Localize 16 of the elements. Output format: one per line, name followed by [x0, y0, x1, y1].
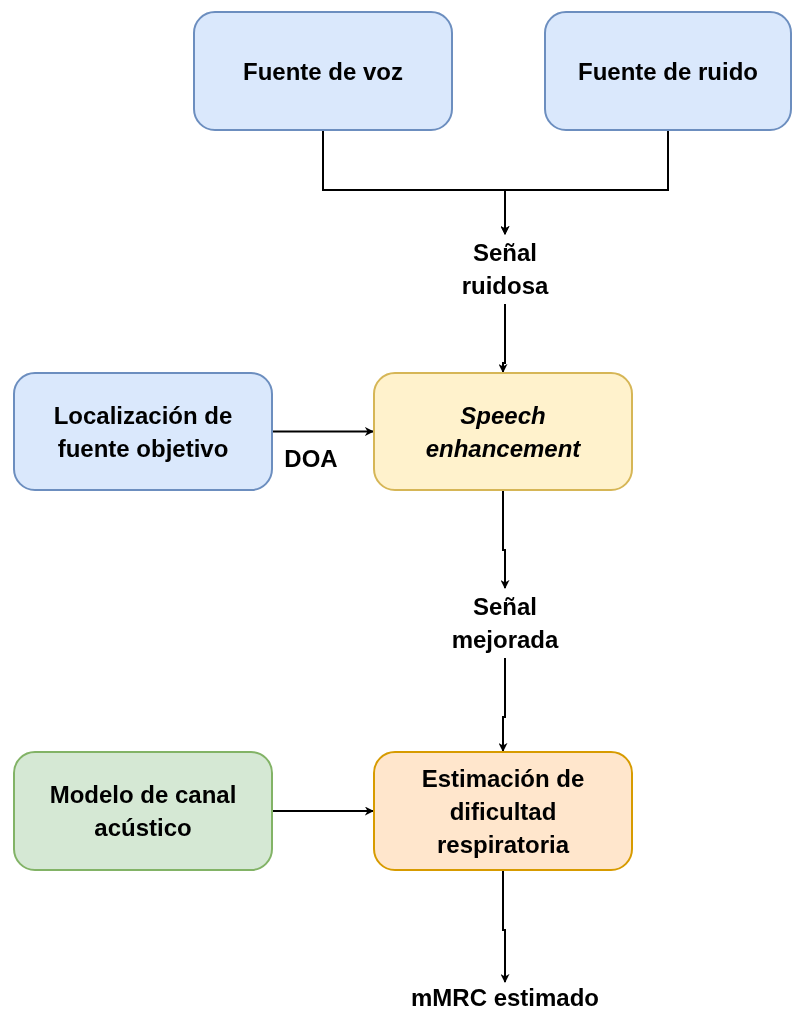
signal-label: Señal mejorada	[430, 588, 580, 658]
arrow	[500, 490, 510, 589]
process-box: Modelo de canal acústico	[13, 751, 273, 871]
arrow	[498, 657, 508, 752]
output-label: mMRC estimado	[375, 982, 635, 1012]
arrow	[272, 806, 374, 816]
arrow	[498, 303, 508, 373]
process-box: Estimación de dificultad respiratoria	[373, 751, 633, 871]
signal-label: Señal ruidosa	[440, 234, 570, 304]
arrow	[500, 870, 510, 983]
process-box: Fuente de ruido	[544, 11, 792, 131]
process-box: Fuente de voz	[193, 11, 453, 131]
arrow	[500, 130, 669, 235]
arrow	[272, 427, 374, 436]
process-box: Localización de fuente objetivo	[13, 372, 273, 491]
process-box: Speech enhancement	[373, 372, 633, 491]
